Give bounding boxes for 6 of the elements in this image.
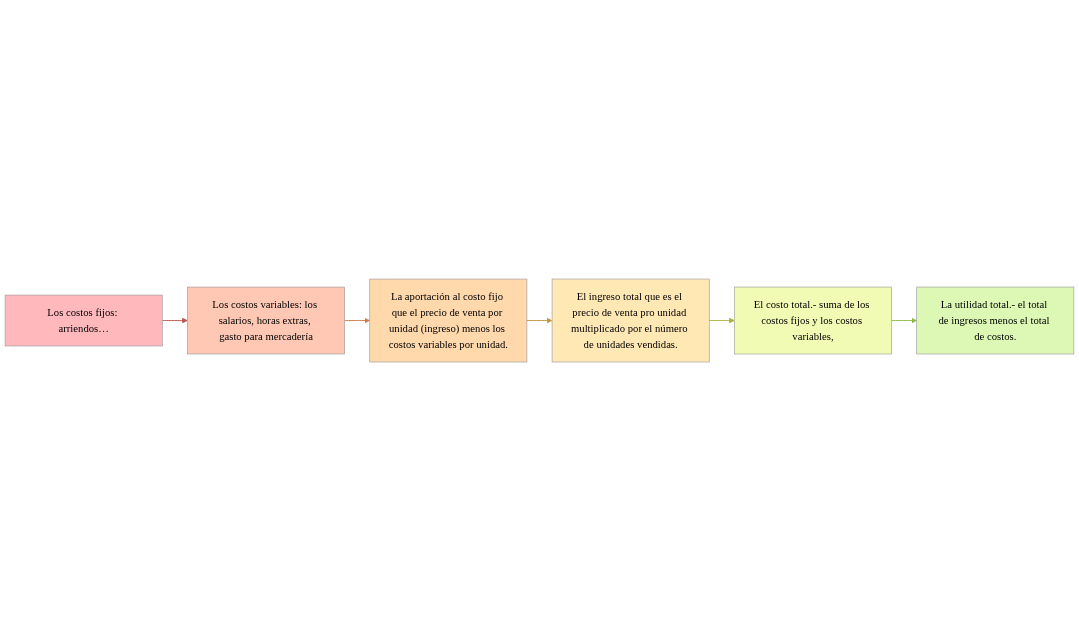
node-box: El ingreso total que es el precio de venta pro unidad multiplicado por el número de unidades vendidas. <box>551 278 710 363</box>
node-box: La aportación al costo fijo que el precio de venta por unidad (ingreso) menos los costos variables por unidad. <box>369 278 528 363</box>
node-box: Los costos fijos: arriendos… <box>4 294 163 347</box>
node-box: El costo total.- suma de los costos fijos y los costos variables, <box>734 286 892 355</box>
node-box: La utilidad total.- el total de ingresos menos el total de costos. <box>916 286 1075 355</box>
node-box: Los costos variables: los salarios, horas extras, gasto para mercadería <box>187 286 345 355</box>
